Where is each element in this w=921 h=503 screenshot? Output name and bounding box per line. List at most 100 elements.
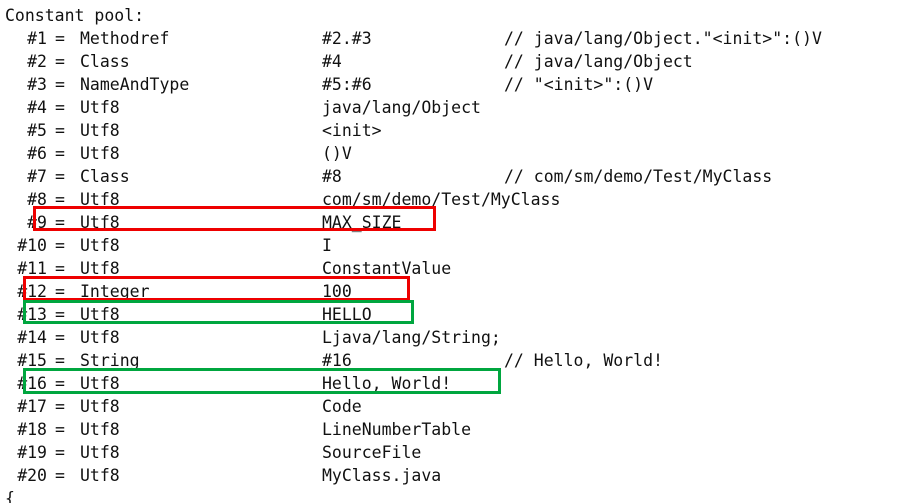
entry-value: java/lang/Object: [322, 98, 481, 117]
entry-equals: =: [55, 282, 65, 301]
entry-equals: =: [55, 52, 65, 71]
entry-tag: Utf8: [80, 305, 120, 324]
entry-tag: Utf8: [80, 443, 120, 462]
entry-value: #4: [322, 52, 342, 71]
entry-equals: =: [55, 305, 65, 324]
entry-index: #10: [17, 236, 47, 255]
entry-index: #1: [27, 29, 47, 48]
entry-index: #9: [27, 213, 47, 232]
entry-index: #5: [27, 121, 47, 140]
entry-tag: String: [80, 351, 140, 370]
constant-pool-entry-row: #10 = Utf8 I: [0, 234, 921, 257]
constant-pool-entry-row: #14 = Utf8 Ljava/lang/String;: [0, 326, 921, 349]
entry-equals: =: [55, 259, 65, 278]
entry-equals: =: [55, 190, 65, 209]
entry-value: Ljava/lang/String;: [322, 328, 501, 347]
entry-value: I: [322, 236, 332, 255]
constant-pool-title: Constant pool:: [5, 6, 145, 25]
entry-index: #16: [17, 374, 47, 393]
entry-value: HELLO: [322, 305, 372, 324]
entry-value: MAX_SIZE: [322, 213, 402, 232]
constant-pool-entry-row: #20 = Utf8 MyClass.java: [0, 464, 921, 487]
entry-index: #4: [27, 98, 47, 117]
constant-pool-entry-row: #12 = Integer 100: [0, 280, 921, 303]
entry-value: com/sm/demo/Test/MyClass: [322, 190, 561, 209]
entry-tag: Utf8: [80, 121, 120, 140]
constant-pool-entries: #1 = Methodref #2.#3 // java/lang/Object."<i…: [0, 27, 921, 487]
entry-tag: Class: [80, 167, 130, 186]
constant-pool-entry-row: #6 = Utf8 ()V: [0, 142, 921, 165]
constant-pool-entry-row: #5 = Utf8 <init>: [0, 119, 921, 142]
entry-equals: =: [55, 121, 65, 140]
entry-index: #19: [17, 443, 47, 462]
constant-pool-entry-row: #13 = Utf8 HELLO: [0, 303, 921, 326]
entry-comment: // java/lang/Object: [504, 52, 693, 71]
entry-index: #6: [27, 144, 47, 163]
entry-equals: =: [55, 236, 65, 255]
entry-index: #11: [17, 259, 47, 278]
entry-equals: =: [55, 443, 65, 462]
entry-value: ()V: [322, 144, 352, 163]
constant-pool-entry-row: #7 = Class #8 // com/sm/demo/Test/MyClass: [0, 165, 921, 188]
entry-tag: Utf8: [80, 328, 120, 347]
entry-equals: =: [55, 328, 65, 347]
constant-pool-entry-row: #1=Methodref#2.#3// java/lang/Object."<i…: [0, 27, 921, 50]
entry-value: #16: [322, 351, 352, 370]
constant-pool-entry-row: #3 = NameAndType #5:#6 // "<init>":()V: [0, 73, 921, 96]
entry-tag: Methodref: [80, 29, 170, 48]
entry-tag: NameAndType: [80, 75, 190, 94]
opening-brace: {: [5, 489, 15, 503]
entry-value: Code: [322, 397, 362, 416]
entry-index: #2: [27, 52, 47, 71]
entry-value: MyClass.java: [322, 466, 442, 485]
constant-pool-entry-row: #19 = Utf8 SourceFile: [0, 441, 921, 464]
entry-tag: Utf8: [80, 397, 120, 416]
constant-pool-entry-row: #4 = Utf8 java/lang/Object: [0, 96, 921, 119]
entry-comment: // "<init>":()V: [504, 75, 654, 94]
entry-comment: // com/sm/demo/Test/MyClass: [504, 167, 773, 186]
entry-tag: Class: [80, 52, 130, 71]
entry-index: #8: [27, 190, 47, 209]
entry-tag: Utf8: [80, 466, 120, 485]
entry-value: SourceFile: [322, 443, 422, 462]
entry-equals: =: [55, 144, 65, 163]
entry-tag: Utf8: [80, 190, 120, 209]
entry-comment: // Hello, World!: [504, 351, 663, 370]
opening-brace-line: {: [0, 487, 921, 503]
entry-tag: Utf8: [80, 144, 120, 163]
entry-value: #5:#6: [322, 75, 372, 94]
entry-equals: =: [55, 98, 65, 117]
entry-equals: =: [55, 397, 65, 416]
entry-equals: =: [55, 213, 65, 232]
entry-index: #20: [17, 466, 47, 485]
entry-value: #8: [322, 167, 342, 186]
entry-index: #12: [17, 282, 47, 301]
entry-tag: Integer: [80, 282, 150, 301]
entry-equals: =: [55, 351, 65, 370]
entry-index: #7: [27, 167, 47, 186]
entry-tag: Utf8: [80, 259, 120, 278]
entry-index: #3: [27, 75, 47, 94]
entry-value: #2.#3: [322, 29, 372, 48]
entry-value: 100: [322, 282, 352, 301]
entry-index: #13: [17, 305, 47, 324]
entry-equals: =: [55, 75, 65, 94]
entry-value: <init>: [322, 121, 382, 140]
entry-index: #18: [17, 420, 47, 439]
entry-equals: =: [55, 167, 65, 186]
entry-equals: =: [55, 420, 65, 439]
constant-pool-entry-row: #8 = Utf8 com/sm/demo/Test/MyClass: [0, 188, 921, 211]
entry-comment: // java/lang/Object."<init>":()V: [504, 29, 822, 48]
constant-pool-entry-row: #2 = Class #4 // java/lang/Object: [0, 50, 921, 73]
entry-tag: Utf8: [80, 236, 120, 255]
entry-value: LineNumberTable: [322, 420, 472, 439]
entry-index: #14: [17, 328, 47, 347]
entry-equals: =: [55, 466, 65, 485]
entry-tag: Utf8: [80, 374, 120, 393]
entry-tag: Utf8: [80, 98, 120, 117]
